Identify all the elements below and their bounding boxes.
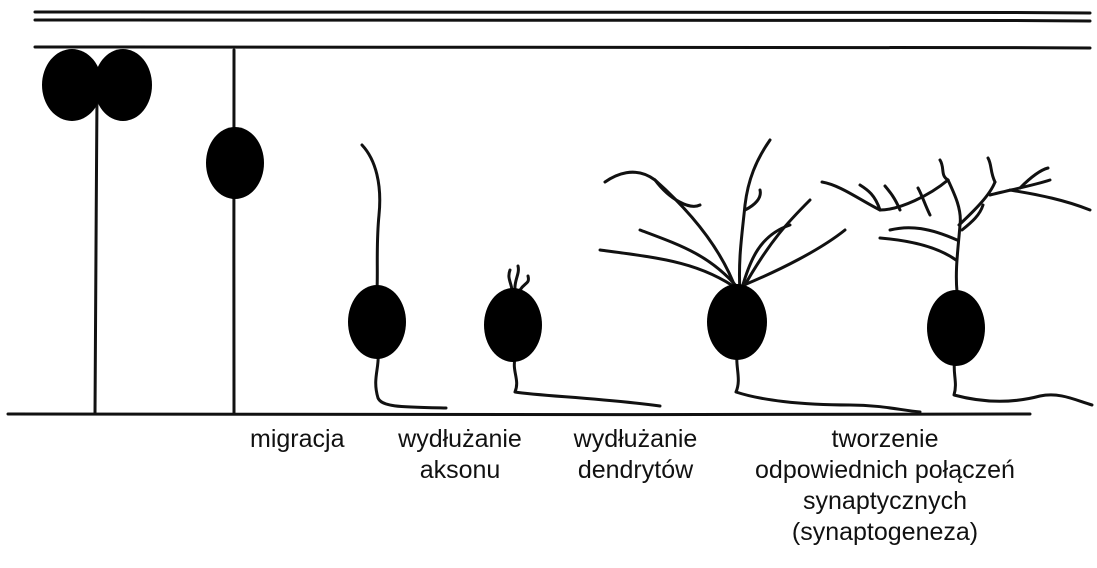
dendrite-tree-5 (600, 140, 845, 292)
apical-bud (509, 266, 529, 290)
ventricular-surface-line (8, 414, 1030, 415)
trailing-process-3 (376, 350, 446, 408)
neuron-body-4 (484, 288, 542, 362)
radial-glia-fiber-1 (95, 95, 97, 414)
top-surface-line-1 (35, 12, 1090, 13)
dividing-cell-body-1 (42, 49, 102, 121)
neuron-body-5 (707, 284, 767, 360)
label-axon-line-1: wydłużanie (385, 424, 535, 455)
leading-process (362, 145, 380, 290)
neuron-body-6 (927, 290, 985, 366)
label-migration-line: migracja (250, 424, 344, 455)
label-synapto-line-3: synaptycznych (730, 486, 1040, 517)
label-axon-elongation: wydłużanie aksonu (385, 424, 535, 486)
upper-boundary-line (35, 47, 1090, 48)
label-dendrite-elongation: wydłużanie dendrytów (553, 424, 718, 486)
label-dendrites-line-1: wydłużanie (553, 424, 718, 455)
top-surface-line-2 (35, 20, 1090, 21)
dividing-cell-body-2 (94, 49, 152, 121)
label-dendrites-line-2: dendrytów (553, 455, 718, 486)
label-axon-line-2: aksonu (385, 455, 535, 486)
radial-glia-fiber-2 (234, 50, 235, 414)
dendrite-tree-6 (822, 158, 1090, 292)
neuron-body-3 (348, 285, 406, 359)
axon-6 (954, 358, 1092, 405)
axon-5 (736, 350, 920, 412)
migrating-neuron-body (206, 127, 264, 199)
label-migration: migracja (250, 424, 344, 455)
label-synapto-line-1: tworzenie (730, 424, 1040, 455)
label-synapto-line-2: odpowiednich połączeń (730, 455, 1040, 486)
label-synapto-line-4: (synaptogeneza) (730, 517, 1040, 548)
axon-4 (514, 358, 660, 406)
label-synaptogenesis: tworzenie odpowiednich połączeń synaptyc… (730, 424, 1040, 548)
